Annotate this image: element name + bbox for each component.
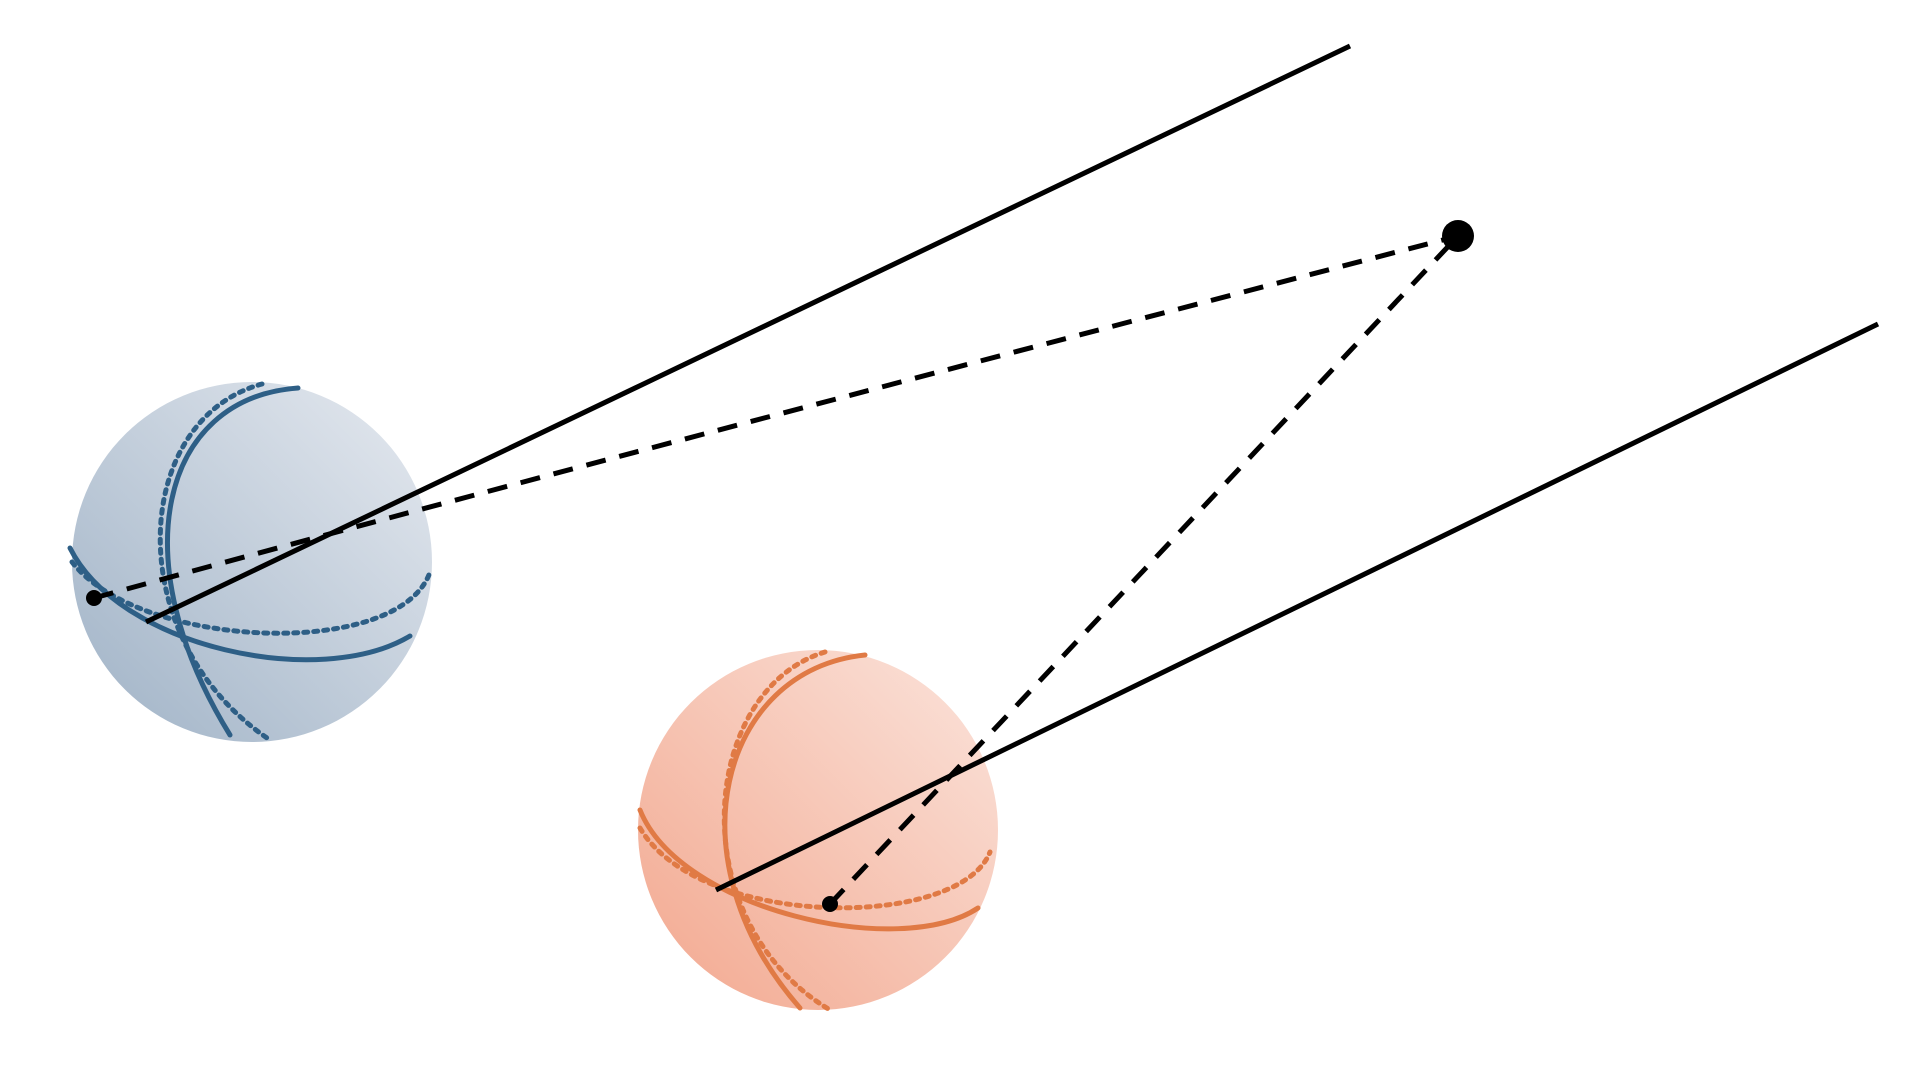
orange-sphere: [637, 649, 998, 1013]
orange-equator-front: [637, 807, 981, 932]
blue-sphere-body: [72, 382, 432, 742]
orange-sphere-body: [638, 650, 998, 1010]
blue-sphere: [67, 381, 433, 743]
orange-ray-line: [714, 321, 1880, 893]
blue-sphere-point-dot: [86, 590, 102, 606]
orange-to-point-dashed-line: [828, 234, 1460, 906]
blue-ray-line: [144, 43, 1352, 625]
blue-meridian-back: [157, 381, 273, 743]
target-point-dot: [1442, 220, 1474, 252]
orange-sphere-point-dot: [822, 896, 838, 912]
blue-to-point-dashed-line: [93, 233, 1459, 601]
orange-meridian-back: [721, 649, 833, 1013]
